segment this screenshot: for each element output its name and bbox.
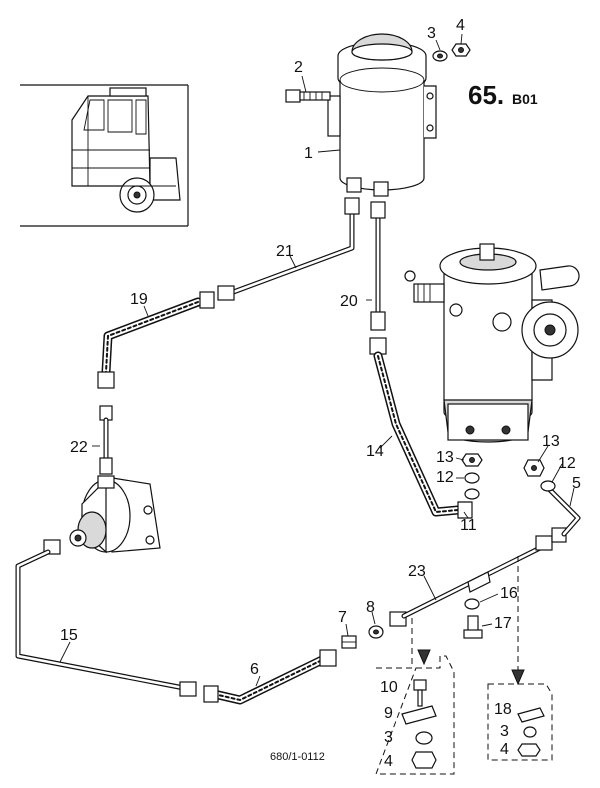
oil-reservoir <box>327 33 437 197</box>
pipe-20 <box>370 201 386 331</box>
callout-3-detail-r: 3 <box>500 723 509 740</box>
leader-lines <box>59 33 575 687</box>
svg-text:65.: 65. <box>468 80 504 110</box>
pipe-5 <box>547 487 581 543</box>
detail-box-left <box>375 616 455 775</box>
callout-20: 20 <box>340 293 358 310</box>
pipe-21 <box>217 197 360 301</box>
callout-14: 14 <box>366 443 384 460</box>
callout-8: 8 <box>366 599 375 616</box>
steering-gear <box>404 243 580 443</box>
steering-pump <box>69 475 161 554</box>
detail-box-right <box>487 556 553 761</box>
callout-11: 11 <box>460 517 477 534</box>
truck-inset <box>20 84 189 227</box>
washer-nut-top <box>432 43 471 62</box>
callout-4-detail-r: 4 <box>500 741 509 758</box>
callout-9-detail: 9 <box>384 705 393 722</box>
callout-labels: 1 2 3 4 21 19 20 22 14 13 12 11 13 12 5 … <box>60 17 581 770</box>
callout-4-detail: 4 <box>384 753 393 770</box>
callout-13: 13 <box>542 433 560 450</box>
callout-12: 12 <box>558 455 576 472</box>
callout-18-detail: 18 <box>494 701 512 718</box>
callout-3-detail: 3 <box>384 729 393 746</box>
pipe-15 <box>15 539 197 697</box>
callout-17: 17 <box>494 615 512 632</box>
fitting-7 <box>341 635 357 649</box>
bolt-17 <box>463 615 483 639</box>
callout-4: 4 <box>456 17 465 34</box>
callout-3: 3 <box>427 25 436 42</box>
callout-22: 22 <box>70 439 88 456</box>
callout-2: 2 <box>294 59 303 76</box>
callout-12-left: 12 <box>436 469 454 486</box>
hose-6 <box>203 649 337 705</box>
truck-cab-icon <box>71 87 181 213</box>
bolt-2 <box>285 89 331 103</box>
callout-15: 15 <box>60 627 78 644</box>
callout-23: 23 <box>408 563 426 580</box>
callout-10-detail: 10 <box>380 679 398 696</box>
drawing-reference: 680/1-0112 <box>270 751 325 763</box>
callout-7: 7 <box>338 609 347 626</box>
washer-8 <box>368 625 384 639</box>
callout-16: 16 <box>500 585 518 602</box>
callout-1: 1 <box>304 145 313 162</box>
hose-19 <box>97 291 215 389</box>
callout-5: 5 <box>572 475 581 492</box>
hose-14 <box>369 337 473 519</box>
pipe-23 <box>389 535 553 627</box>
page-title: 65. B01 <box>468 80 538 110</box>
washer-16 <box>464 598 480 610</box>
nut-washer-right <box>523 459 556 492</box>
callout-19: 19 <box>130 291 148 308</box>
nut-washer-left <box>461 453 483 500</box>
callout-13-left: 13 <box>436 449 454 466</box>
callout-21: 21 <box>276 243 294 260</box>
svg-text:B01: B01 <box>512 91 538 107</box>
callout-6: 6 <box>250 661 259 678</box>
pipe-22 <box>99 405 113 475</box>
